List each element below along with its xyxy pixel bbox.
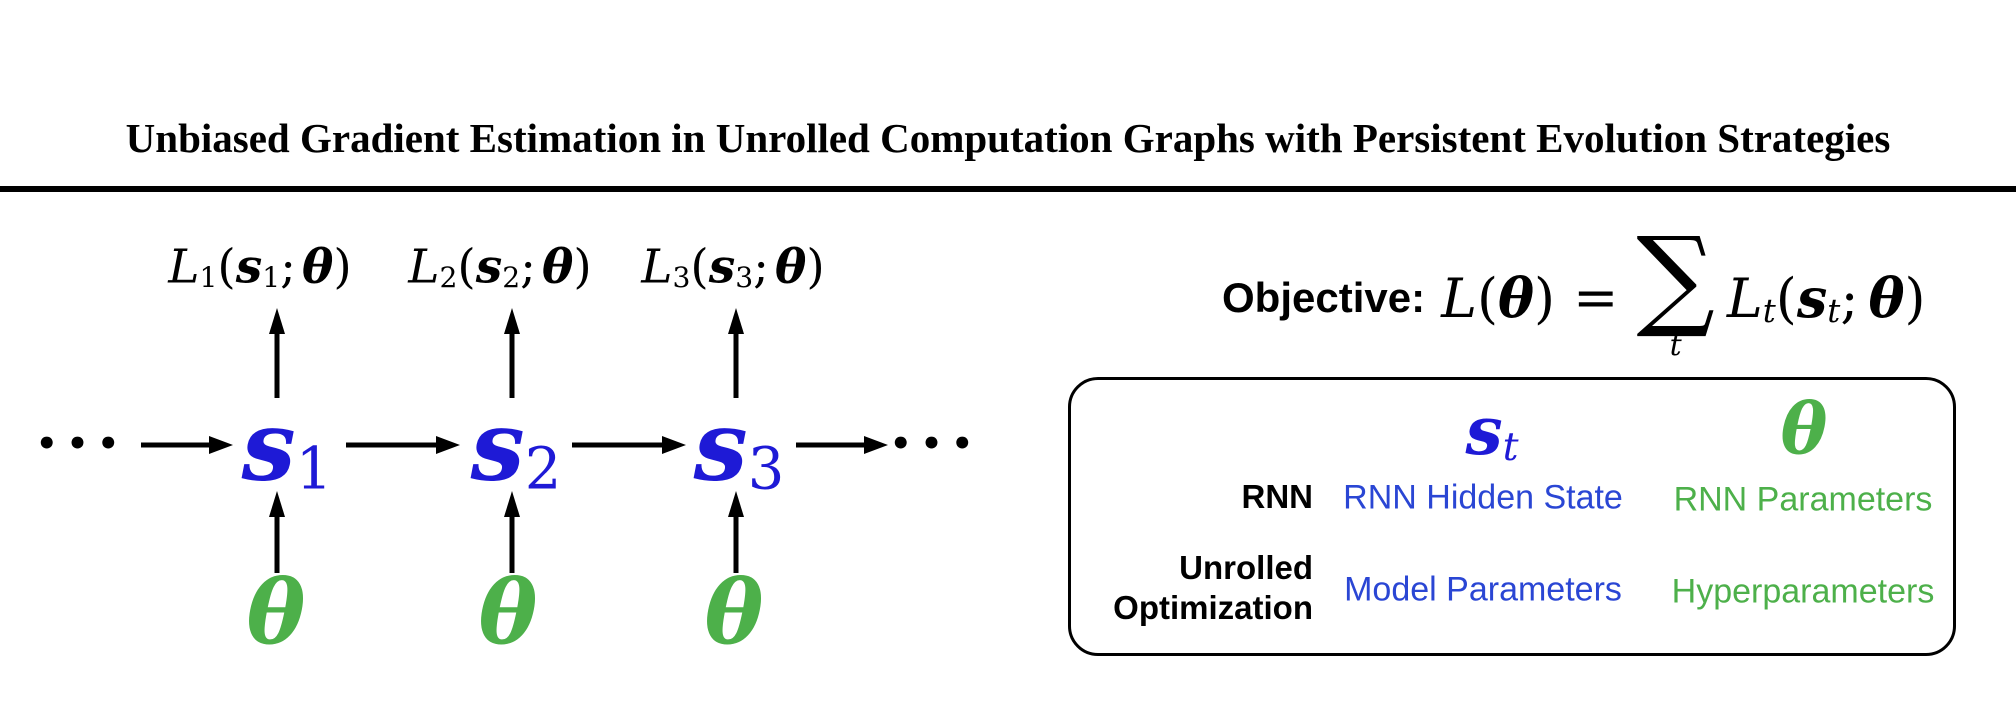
theta-node-2: θ	[478, 560, 538, 664]
arrow-up-icon	[269, 491, 285, 573]
legend-cell-rnn-param: RNN Parameters	[1673, 480, 1933, 519]
state-node-1: s1	[241, 389, 333, 503]
loss-label-3: L3(s3;θ)	[641, 239, 825, 295]
theta-node-3: θ	[704, 560, 764, 664]
legend-cell-unrolled-param: Hyperparameters	[1671, 572, 1935, 611]
arrow-up-icon	[504, 308, 520, 398]
theta-node-1: θ	[246, 560, 306, 664]
legend-cell-unrolled-state: Model Parameters	[1344, 570, 1622, 609]
title-rule	[0, 186, 2016, 192]
state-node-2: s2	[470, 389, 562, 503]
legend-table	[1068, 377, 1956, 656]
arrow-right-icon	[796, 436, 888, 454]
objective-label: Objective:	[1222, 273, 1426, 321]
objective-lhs: L(θ)	[1441, 265, 1556, 330]
legend-row-label-unrolled-optimization: Unrolled Optimization	[1113, 549, 1313, 626]
legend-cell-rnn-state: RNN Hidden State	[1343, 478, 1623, 517]
loss-label-1: L1(s1;θ)	[168, 239, 352, 295]
state-node-3: s3	[693, 389, 785, 503]
equals-sign: =	[1573, 266, 1619, 330]
arrow-right-icon	[572, 436, 686, 454]
arrow-up-icon	[728, 491, 744, 573]
legend-header-state-symbol: st	[1465, 391, 1519, 471]
legend-row-label-rnn: RNN	[1241, 478, 1314, 515]
ellipsis-right: •••	[889, 424, 983, 464]
arrow-up-icon	[269, 308, 285, 398]
loss-symbol: L	[168, 239, 200, 295]
arrow-right-icon	[346, 436, 460, 454]
objective-formula: Objective: L(θ) = ∑ t Lt(st;θ)	[1222, 213, 1926, 364]
arrow-up-icon	[504, 491, 520, 573]
summation: ∑ t	[1636, 213, 1715, 364]
legend-header-param-symbol: θ	[1780, 387, 1828, 471]
sum-index: t	[1669, 328, 1682, 364]
ellipsis-left: •••	[35, 424, 129, 464]
objective-rhs: Lt(st;θ)	[1726, 265, 1926, 330]
loss-label-2: L2(s2;θ)	[408, 239, 592, 295]
paper-title: Unbiased Gradient Estimation in Unrolled…	[125, 115, 1891, 161]
sigma-symbol: ∑	[1636, 213, 1715, 341]
arrow-up-icon	[728, 308, 744, 398]
arrow-right-icon	[141, 436, 233, 454]
